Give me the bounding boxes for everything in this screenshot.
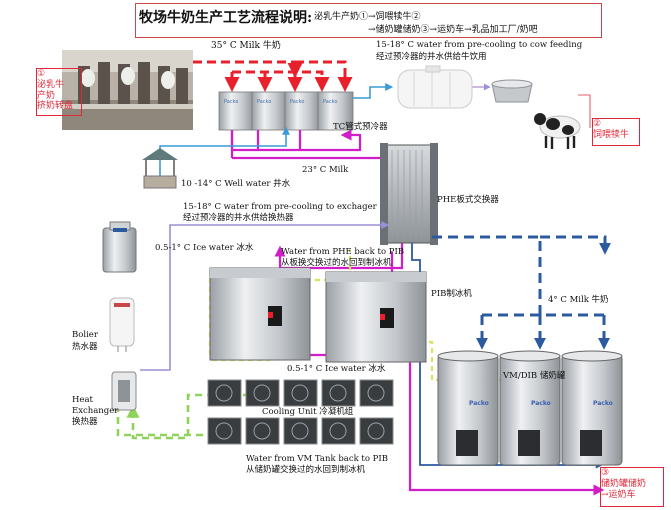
tank-brand: Packo — [531, 400, 551, 407]
well-water-lines — [159, 83, 394, 178]
callout-text: 产奶 — [37, 90, 56, 101]
label-35c-milk: 35° C Milk 牛奶 — [211, 41, 281, 51]
label-pib: PIB制冰机 — [431, 289, 472, 299]
hot-milk-lines — [193, 60, 353, 92]
boiler-image — [109, 297, 135, 352]
label-exchanger-water-en: 15-18° C water from pre-cooling to excha… — [183, 202, 377, 212]
callout-text: 饲喂犊牛 — [593, 129, 630, 140]
vm-storage-tanks: Packo Packo Packo — [437, 350, 623, 466]
callout-text: ① — [37, 69, 46, 79]
calf-image — [534, 113, 581, 149]
page-title: 牧场牛奶生产工艺流程说明: — [139, 10, 313, 26]
label-vm-tank: VM/DIB 储奶罐 — [503, 371, 566, 381]
cooling-units — [207, 379, 394, 445]
label-boiler-cn: 热水器 — [72, 342, 98, 352]
svg-text:Packo: Packo — [257, 99, 271, 105]
svg-text:Packo: Packo — [323, 99, 337, 105]
phe-exchanger-image — [380, 143, 438, 245]
label-heat-exchanger-cn: 换热器 — [72, 417, 98, 427]
process-summary-line-1: 泌乳牛产奶①→饲喂犊牛② — [314, 12, 421, 22]
label-cooling-unit: Cooling Unit 冷凝机组 — [262, 407, 354, 417]
process-summary-line-2: →储奶罐储奶③→运奶车→乳品加工厂/奶吧 — [368, 25, 538, 35]
label-cow-feed-en: 15-18° C water from pre-cooling to cow f… — [376, 40, 583, 50]
feeding-trough-image — [491, 79, 533, 103]
cold-milk-lines — [432, 235, 611, 350]
callout-text: ③ — [601, 468, 610, 478]
callout-milking: ① 泌乳牛 产奶 挤奶转盘 — [36, 68, 82, 116]
tank-brand: Packo — [593, 400, 613, 407]
cooling-unit-fans — [215, 384, 385, 440]
callout-calf-feeding: ② 饲喂犊牛 — [592, 118, 640, 146]
callout-text: 挤奶转盘 — [37, 101, 74, 112]
callout-text: 泌乳牛 — [37, 79, 65, 90]
label-vm-back-cn: 从储奶罐交换过的水回到制冰机 — [246, 465, 366, 475]
callout-text: →运奶车 — [601, 489, 636, 500]
boiler-tank-image — [102, 221, 137, 273]
pib-ice-machines — [209, 267, 427, 363]
boiler-line — [140, 221, 390, 371]
water-tanks-image — [397, 65, 473, 109]
callout-storage: ③ 储奶罐储奶 →运奶车 — [600, 467, 664, 507]
red-callout-lines — [578, 94, 591, 128]
svg-text:Packo: Packo — [224, 99, 238, 105]
milking-parlour-image — [62, 50, 193, 130]
label-cow-feed-cn: 经过预冷器的井水供给牛饮用 — [376, 52, 487, 62]
label-tc-precooler: TC管式预冷器 — [333, 122, 388, 132]
label-well-water: 10 -14° C Well water 井水 — [181, 179, 291, 189]
tank-brand: Packo — [469, 400, 489, 407]
label-heat-exchanger-en1: Heat — [72, 395, 93, 405]
label-ice-water-1: 0.5-1° C Ice water 冰水 — [155, 243, 254, 253]
label-ice-water-2: 0.5-1° C Ice water 冰水 — [287, 364, 386, 374]
label-23c-milk: 23° C Milk — [302, 165, 349, 175]
callout-text: ② — [593, 119, 602, 129]
heat-exchanger-image — [111, 371, 137, 411]
label-phe-back-en: Water from PHE back to PIB — [281, 247, 405, 257]
callout-text: 储奶罐储奶 — [601, 478, 647, 489]
label-phe-back-cn: 从板换交换过的水回到制冰机 — [281, 258, 392, 268]
label-4c-milk: 4° C Milk 牛奶 — [548, 295, 609, 305]
tc-pre-cooler: Packo Packo Packo Packo — [218, 91, 354, 131]
well-image — [142, 148, 178, 189]
label-exchanger-water-cn: 经过预冷器的井水供给换热器 — [183, 213, 294, 223]
svg-text:Packo: Packo — [290, 99, 304, 105]
label-heat-exchanger-en2: Exchanger — [72, 406, 119, 416]
label-vm-back-en: Water from VM Tank back to PIB — [246, 454, 388, 464]
label-boiler-en: Bolier — [72, 330, 98, 340]
label-phe: PHE板式交换器 — [437, 195, 499, 205]
title-frame — [135, 3, 602, 38]
